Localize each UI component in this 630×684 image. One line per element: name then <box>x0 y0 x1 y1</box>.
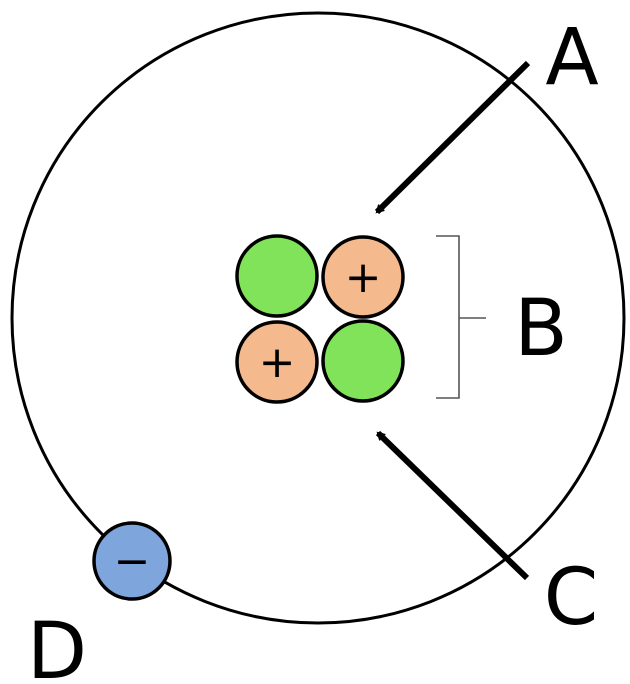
proton-charge-symbol: + <box>345 252 382 303</box>
proton-bottom-left: + <box>235 320 319 404</box>
neutron-top-left <box>235 234 319 318</box>
arrow-c <box>375 430 530 581</box>
label-b: B <box>514 284 568 374</box>
label-d: D <box>27 607 87 684</box>
electron: − <box>92 521 172 601</box>
neutron-bottom-right <box>321 319 405 403</box>
nucleus: + + <box>235 234 405 404</box>
proton-charge-symbol: + <box>259 337 296 388</box>
electron-charge-symbol: − <box>114 536 151 587</box>
arrow-a <box>374 60 531 215</box>
label-c: C <box>544 553 598 643</box>
label-a: A <box>545 13 598 103</box>
electron-orbit <box>10 11 626 625</box>
nucleus-bracket <box>436 235 486 399</box>
proton-top-right: + <box>321 235 405 319</box>
